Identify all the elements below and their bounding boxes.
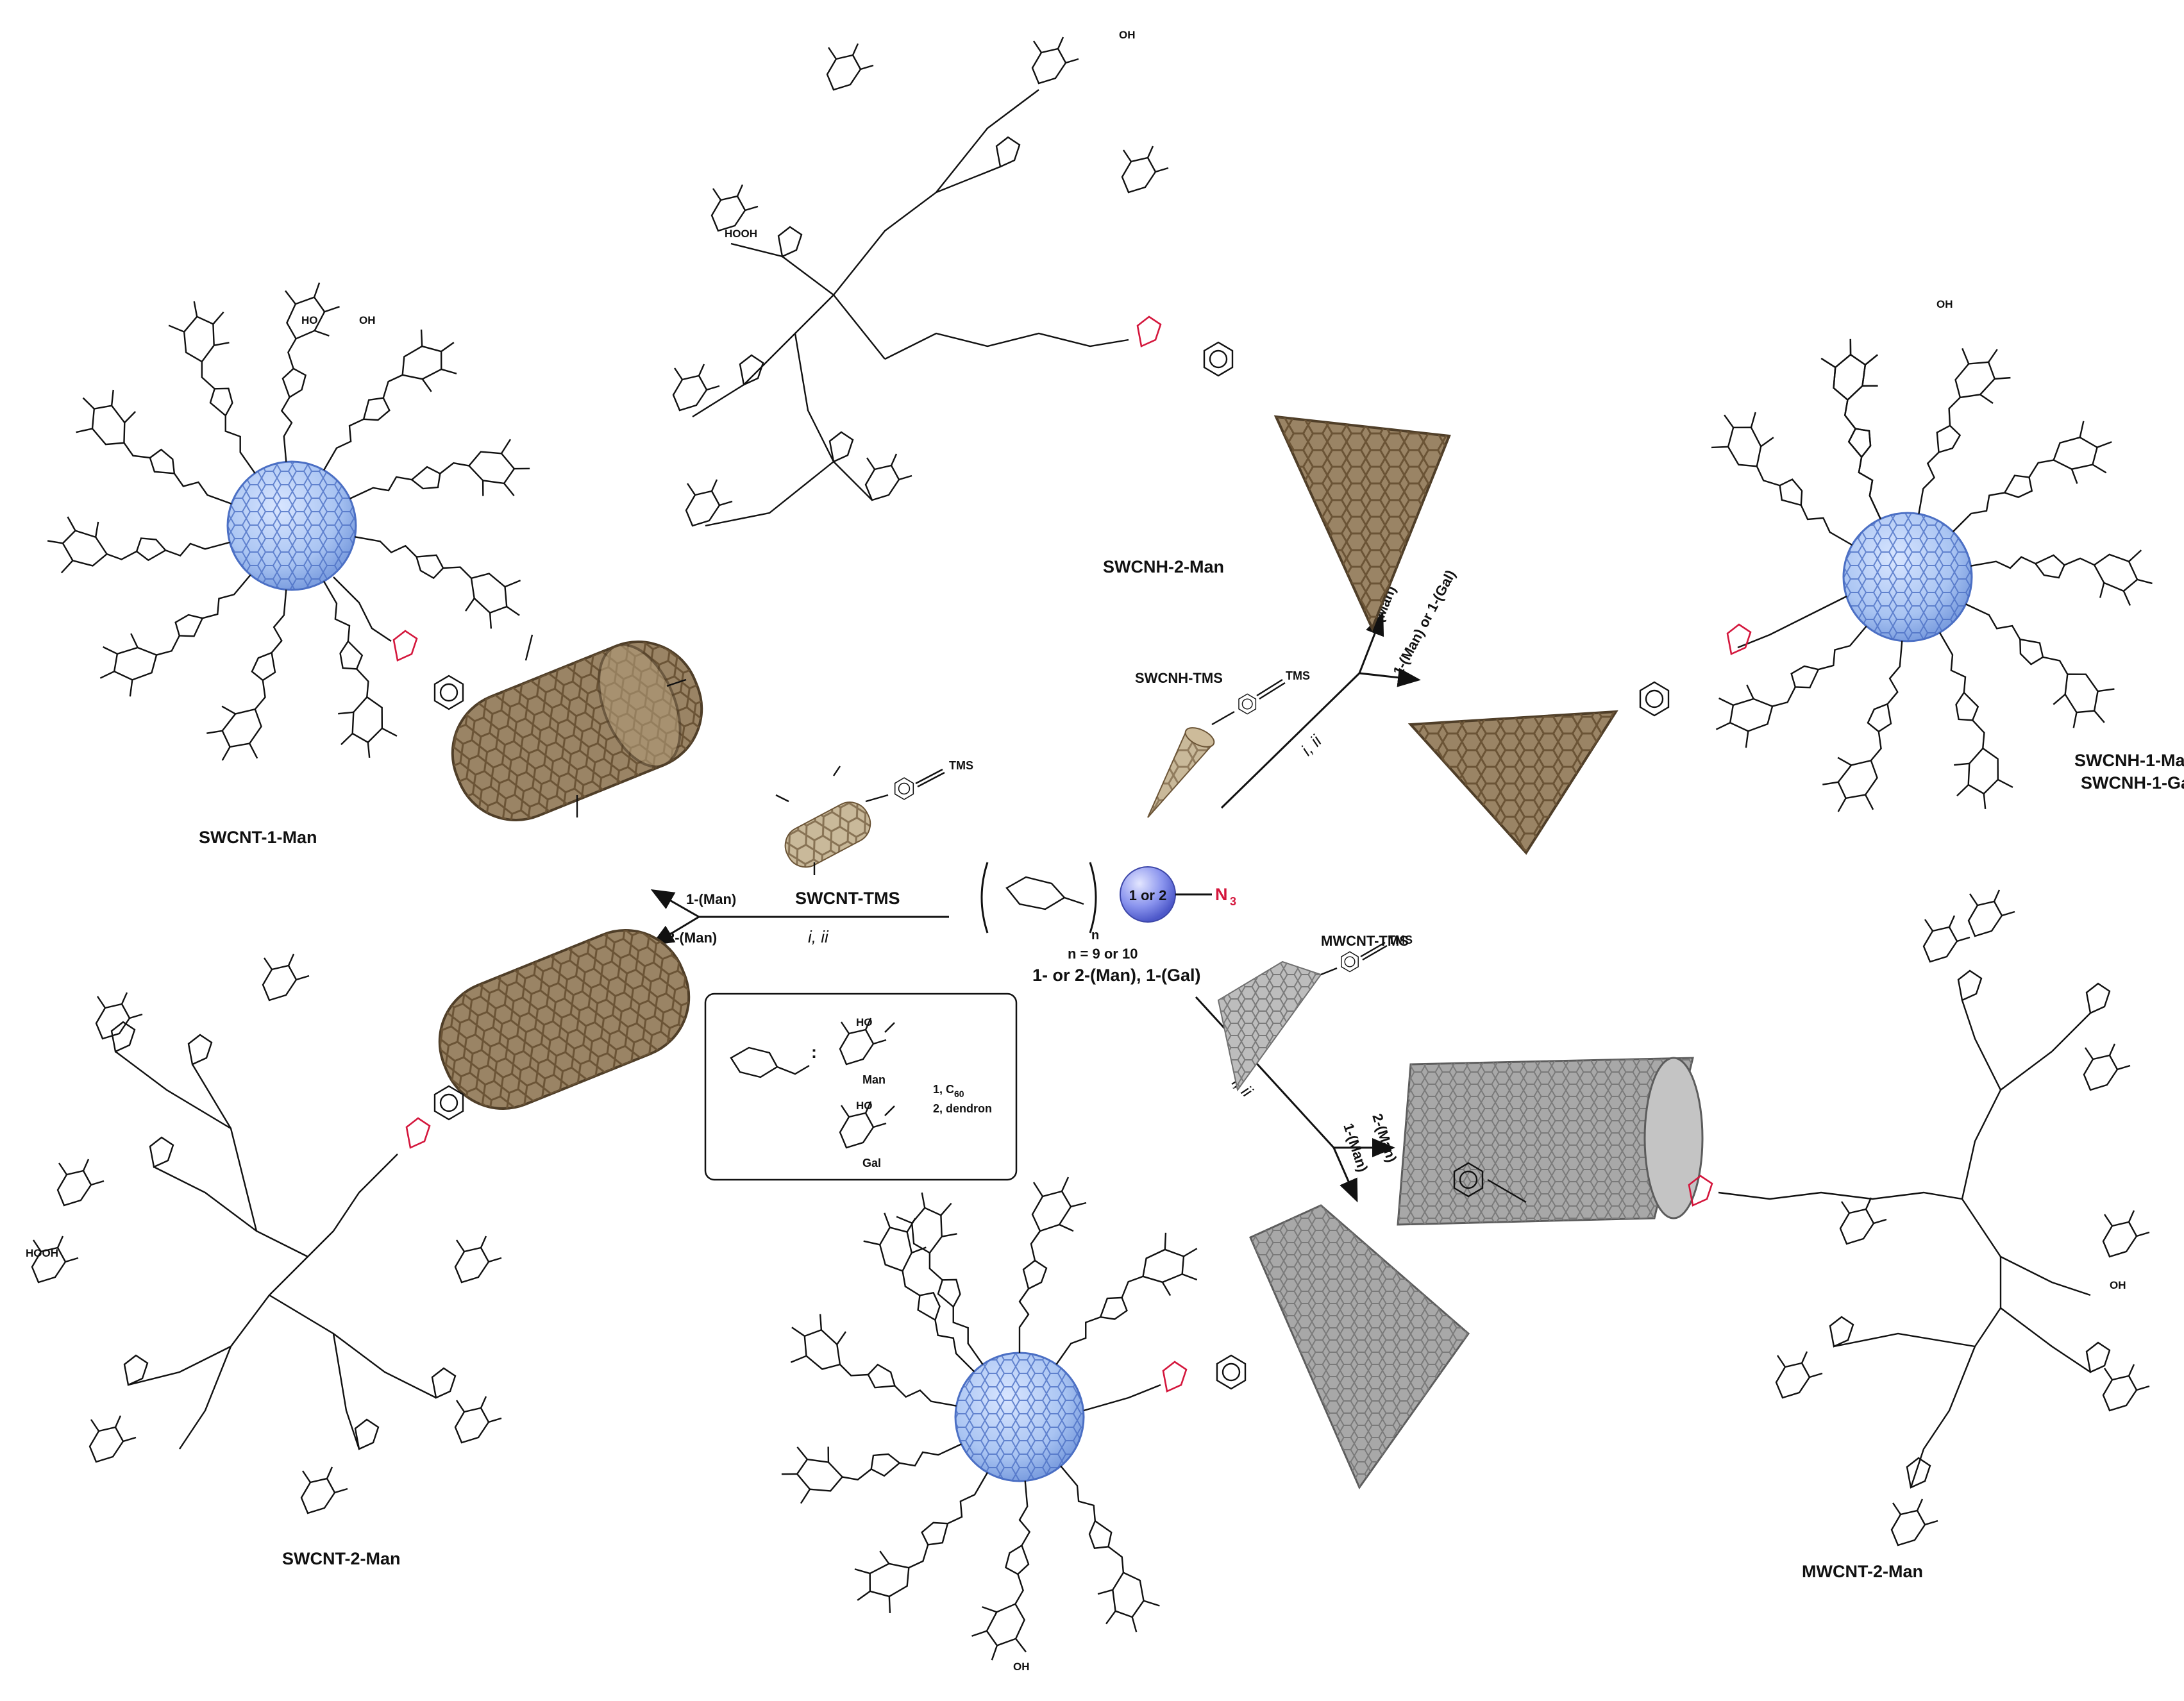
swcnt-2-man-structure	[31, 929, 691, 1514]
hydroxyl-label: HOOH	[26, 1247, 58, 1259]
hydroxyl-label: HOOH	[725, 228, 757, 240]
azide-label: N	[1215, 885, 1228, 904]
n-subscript: n	[1091, 928, 1099, 943]
legend-c60: 1, C60	[933, 1083, 964, 1099]
mwcnt-2-man-label: MWCNT-2-Man	[1802, 1562, 1923, 1581]
legend-box	[704, 993, 1018, 1181]
swcnt-tms-group: TMS	[949, 759, 973, 772]
mwcnt-1-man-structure	[773, 1176, 1470, 1663]
swcnh-tms-label: SWCNH-TMS	[1135, 670, 1223, 686]
reagents-label: 1- or 2-(Man), 1-(Gal)	[1032, 966, 1201, 985]
hydroxyl-label: HO	[301, 314, 318, 326]
legend-man: Man	[862, 1073, 886, 1086]
swcnh-tms-group: TMS	[1286, 669, 1310, 682]
arrow-swcnt	[650, 889, 949, 946]
arrow-mwcnt	[1195, 996, 1395, 1203]
swcnt-1-man-label: SWCNT-1-Man	[199, 828, 317, 847]
hydroxyl-label: OH	[359, 314, 376, 326]
arrow-swcnt-top: 1-(Man)	[686, 891, 736, 907]
mwcnt-tms-reagent	[1217, 941, 1388, 1092]
hydroxyl-label: HO	[856, 1016, 873, 1028]
mwcnt-tms-group: TMS	[1388, 934, 1413, 946]
mwcnt-tms-label: MWCNT-TMS	[1321, 933, 1409, 949]
hydroxyl-label: OH	[2110, 1279, 2126, 1291]
swcnt-tms-label: SWCNT-TMS	[795, 889, 900, 908]
hydroxyl-label: OH	[1119, 29, 1136, 41]
arrow-swcnt-bottom: 2-(Man)	[667, 930, 717, 946]
legend-gal: Gal	[862, 1157, 881, 1169]
azide-subscript: 3	[1230, 895, 1236, 908]
arrow-mwcnt-top: 2-(Man)	[1369, 1112, 1400, 1164]
swcnt-tms-reagent	[775, 766, 945, 875]
swcnh-2-man-label: SWCNH-2-Man	[1103, 557, 1224, 576]
swcnt-1-man-structure	[42, 280, 703, 821]
starting-glycoconjugate	[980, 862, 1212, 934]
hydroxyl-label: OH	[1936, 298, 1953, 310]
hydroxyl-label: OH	[1013, 1661, 1030, 1673]
swcnh-1-gal-label: SWCNH-1-Gal	[2081, 773, 2184, 792]
mwcnt-2-man-structure	[1397, 889, 2151, 1546]
swcnh-1-man-label: SWCNH-1-Man	[2074, 751, 2184, 770]
arrow-swcnh	[1220, 612, 1421, 809]
legend-colon: :	[811, 1043, 817, 1062]
swcnh-tms-reagent	[1147, 678, 1286, 818]
swcnt-2-man-label: SWCNT-2-Man	[282, 1549, 401, 1568]
swcnh-2-man-structure	[672, 36, 1451, 632]
n-values: n = 9 or 10	[1068, 946, 1138, 962]
legend-dendron: 2, dendron	[933, 1102, 992, 1115]
hydroxyl-label: HO	[856, 1100, 873, 1112]
arrow-swcnh-bottom: 1-(Man) or 1-(Gal)	[1390, 567, 1459, 678]
arrow-swcnh-conditions: i, ii	[1297, 731, 1326, 760]
swcnh-1-structure	[1407, 330, 2156, 855]
core-badge-label: 1 or 2	[1129, 887, 1167, 903]
arrow-swcnt-conditions: i, ii	[808, 927, 829, 946]
